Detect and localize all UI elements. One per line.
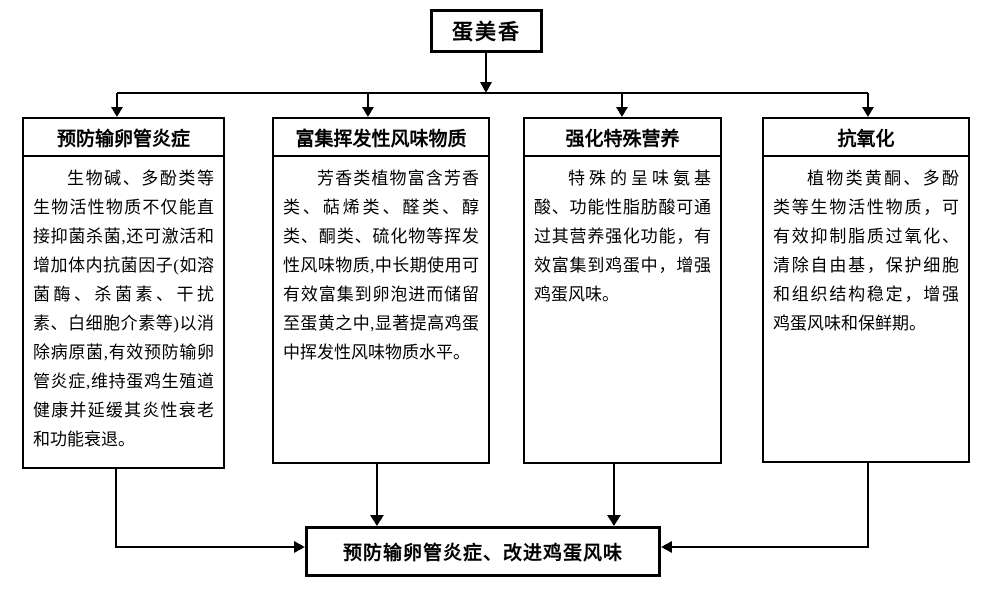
outcome-node: 预防输卵管炎症、改进鸡蛋风味 bbox=[305, 526, 661, 577]
arrow-bus-to-branch-3 bbox=[616, 93, 628, 117]
arrow-bus-to-branch-4 bbox=[862, 93, 874, 117]
arrow-branch-4-to-outcome bbox=[661, 463, 869, 553]
arrow-branch-1-to-outcome bbox=[115, 469, 305, 553]
branch-title: 强化特殊营养 bbox=[525, 119, 720, 157]
branch-title: 抗氧化 bbox=[764, 119, 968, 157]
branch-title: 预防输卵管炎症 bbox=[24, 119, 223, 157]
root-node-label: 蛋美香 bbox=[452, 21, 521, 44]
branch-fortify-special-nutrition: 强化特殊营养 特殊的呈味氨基酸、功能性脂肪酸可通过其营养强化功能，有效富集到鸡蛋… bbox=[523, 117, 722, 464]
branch-body-text: 特殊的呈味氨基酸、功能性脂肪酸可通过其营养强化功能，有效富集到鸡蛋中，增强鸡蛋风… bbox=[534, 169, 711, 304]
branch-body-text: 芳香类植物富含芳香类、萜烯类、醛类、醇类、酮类、硫化物等挥发性风味物质,中长期使… bbox=[283, 169, 479, 362]
branch-title: 富集挥发性风味物质 bbox=[274, 119, 488, 157]
arrow-bus-to-branch-2 bbox=[362, 93, 374, 117]
root-node: 蛋美香 bbox=[430, 9, 543, 53]
outcome-node-label: 预防输卵管炎症、改进鸡蛋风味 bbox=[342, 543, 623, 564]
branch-body-text: 生物碱、多酚类等生物活性物质不仅能直接抑菌杀菌,还可激活和增加体内抗菌因子(如溶… bbox=[33, 169, 214, 449]
arrow-root-to-bus bbox=[480, 53, 492, 93]
branch-prevent-salpingitis: 预防输卵管炎症 生物碱、多酚类等生物活性物质不仅能直接抑菌杀菌,还可激活和增加体… bbox=[22, 117, 225, 469]
arrow-branch-2-to-outcome bbox=[370, 464, 384, 526]
branch-body-text: 植物类黄酮、多酚类等生物活性物质，可有效抑制脂质过氧化、清除自由基，保护细胞和组… bbox=[773, 169, 959, 333]
branch-antioxidant: 抗氧化 植物类黄酮、多酚类等生物活性物质，可有效抑制脂质过氧化、清除自由基，保护… bbox=[762, 117, 970, 463]
arrow-branch-3-to-outcome bbox=[607, 464, 621, 526]
arrow-bus-to-branch-1 bbox=[111, 93, 123, 117]
branch-enrich-volatile-flavor: 富集挥发性风味物质 芳香类植物富含芳香类、萜烯类、醛类、醇类、酮类、硫化物等挥发… bbox=[272, 117, 490, 464]
